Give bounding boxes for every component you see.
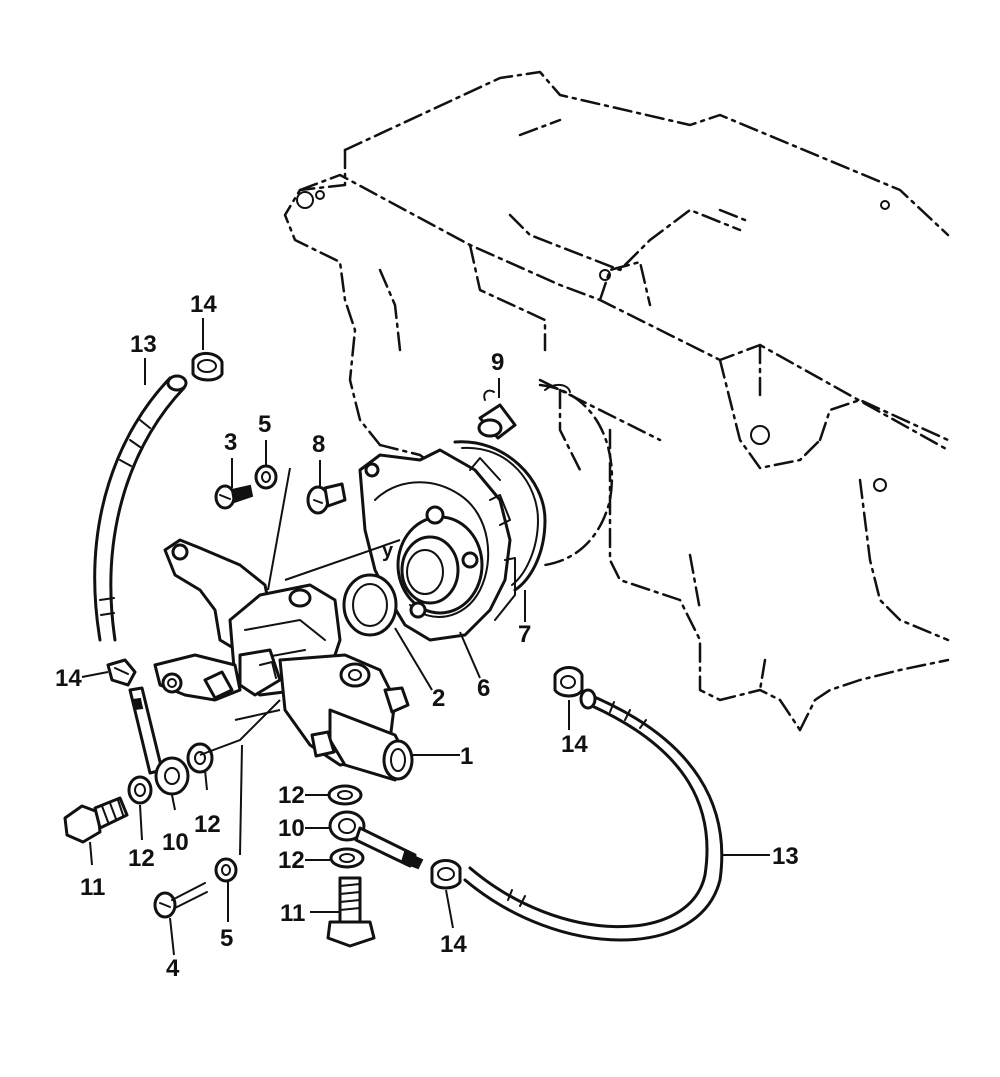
callout-14-bottom: 14 (440, 931, 467, 958)
oil-pump-body-part-1 (153, 538, 414, 782)
callout-10-right: 10 (278, 815, 305, 842)
callout-12-right-a: 12 (278, 782, 305, 809)
callout-12-right-b: 12 (278, 847, 305, 874)
callout-5-upper: 5 (258, 411, 271, 438)
gasket-ring-part-7 (453, 440, 547, 592)
callout-1: 1 (460, 743, 473, 770)
callout-7: 7 (518, 621, 531, 648)
oil-hose-part-13-right (463, 688, 724, 942)
shaft-reference-line: y (284, 539, 401, 581)
oil-hose-part-13-left (93, 374, 188, 642)
callout-13-right: 13 (772, 843, 799, 870)
callout-4: 4 (166, 955, 180, 982)
callout-10-left: 10 (162, 829, 189, 856)
banjo-bolt-part-11-right (326, 876, 376, 948)
callout-12-left-a: 12 (194, 811, 221, 838)
banjo-fitting-part-10-right (328, 810, 424, 870)
callout-13-left: 13 (130, 331, 157, 358)
hose-clamp-part-14-left (106, 658, 137, 687)
callout-14-top: 14 (190, 291, 217, 318)
banjo-fitting-part-10-left (128, 686, 190, 796)
washer-part-5-lower (214, 857, 238, 883)
callout-6: 6 (477, 675, 490, 702)
washer-part-12-left-a (186, 742, 214, 774)
callout-11-right: 11 (280, 900, 305, 927)
screw-part-4 (153, 882, 208, 919)
banjo-bolt-part-11-left (63, 796, 129, 844)
callout-2: 2 (432, 685, 445, 712)
pump-housing-part-6 (358, 448, 516, 642)
callout-8: 8 (312, 431, 325, 458)
screw-part-3 (214, 484, 254, 510)
callout-3: 3 (224, 429, 237, 456)
washer-part-5-upper (254, 464, 278, 490)
dowel-pin-part-9 (477, 389, 517, 440)
callout-11-left: 11 (80, 874, 105, 901)
washer-part-12-right-b (329, 847, 365, 869)
engine-crankcase (283, 70, 950, 732)
hose-clamp-part-14-top (191, 352, 224, 382)
callout-5-lower: 5 (220, 925, 233, 952)
callout-9: 9 (491, 349, 504, 376)
hose-clamp-part-14-right (553, 666, 584, 698)
leader-lines (81, 318, 770, 956)
hose-clamp-part-14-bottom (430, 859, 462, 890)
screw-part-8 (306, 482, 347, 515)
callout-labels: 14 13 3 5 8 9 14 2 6 7 14 1 12 10 12 11 … (55, 291, 799, 982)
callout-14-left: 14 (55, 665, 82, 692)
washer-part-12-right-a (327, 784, 363, 806)
o-ring-part-2 (342, 573, 398, 637)
callout-12-left-b: 12 (128, 845, 155, 872)
washer-part-12-left-b (127, 775, 153, 805)
callout-14-right: 14 (561, 731, 588, 758)
shaft-reference-mark: y (382, 540, 394, 562)
